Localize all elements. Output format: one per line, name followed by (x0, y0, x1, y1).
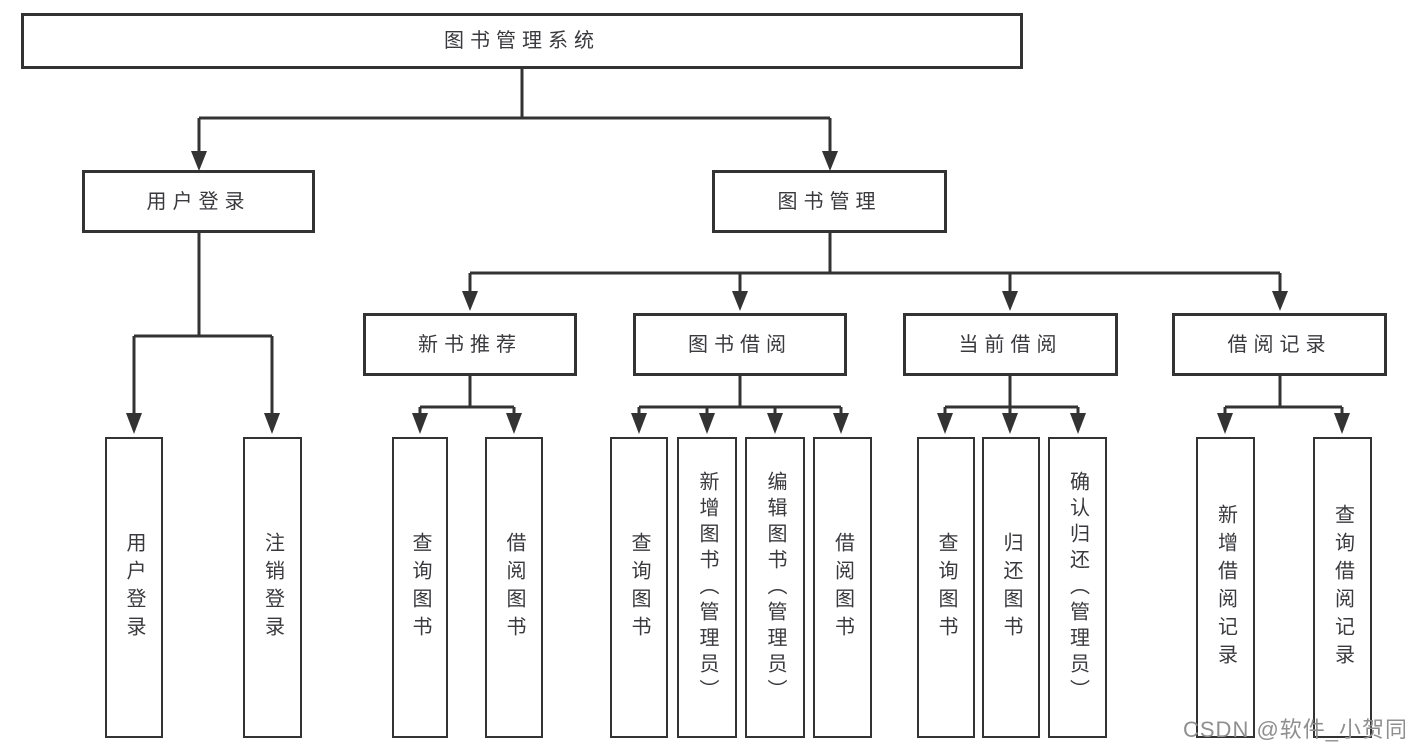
leaf-return-books: 归还图书 (982, 437, 1040, 738)
leaf-borrow-books: 借阅图书 (485, 437, 543, 738)
arrow-down-icon (1070, 413, 1086, 434)
arrow-down-icon (412, 413, 428, 434)
arrow-down-icon (506, 413, 522, 434)
edge-userlogin-to-leaves (132, 233, 274, 413)
arrow-down-icon (631, 413, 647, 434)
edge-currentborrow-to-leaves (943, 375, 1080, 413)
edge-bookborrow-to-leaves (637, 376, 843, 413)
arrow-down-icon (126, 413, 142, 434)
leaf-query-borrow-record: 查询借阅记录 (1313, 437, 1372, 738)
arrow-down-icon (767, 413, 783, 434)
arrow-down-icon (264, 413, 280, 434)
arrow-down-icon (1217, 413, 1233, 434)
arrow-down-icon (1334, 413, 1350, 434)
arrow-down-icon (937, 413, 953, 434)
node-system-root: 图书管理系统 (21, 13, 1023, 69)
arrow-down-icon (1002, 291, 1018, 311)
edge-root-to-level2 (197, 69, 832, 151)
arrow-down-icon (1002, 413, 1018, 434)
node-new-book-recommend: 新书推荐 (363, 313, 577, 376)
node-user-login: 用户登录 (82, 170, 315, 233)
node-book-management: 图书管理 (712, 170, 947, 233)
arrow-down-icon (191, 151, 207, 171)
arrow-down-icon (732, 291, 748, 311)
node-book-borrow: 图书借阅 (633, 313, 847, 376)
edge-borrowrecord-to-leaves (1223, 376, 1344, 413)
leaf-user-login: 用户登录 (105, 437, 163, 738)
leaf-logout: 注销登录 (243, 437, 302, 738)
leaf-add-borrow-record: 新增借阅记录 (1196, 437, 1255, 738)
arrow-down-icon (462, 291, 478, 311)
leaf-query-books: 查询图书 (610, 437, 668, 738)
leaf-query-books: 查询图书 (392, 437, 448, 738)
leaf-add-books-admin: 新增图书（管理员） (677, 437, 737, 738)
csdn-watermark: CSDN @软件_小贺同学 (1183, 717, 1405, 742)
leaf-confirm-return-admin: 确认归还（管理员） (1048, 437, 1107, 738)
leaf-query-books: 查询图书 (917, 437, 975, 738)
edge-bookmgmt-to-level3 (468, 233, 1282, 291)
leaf-edit-books-admin: 编辑图书（管理员） (745, 437, 805, 738)
arrow-down-icon (822, 151, 838, 171)
node-borrow-record: 借阅记录 (1172, 313, 1387, 376)
arrowheads (126, 151, 1350, 434)
arrow-down-icon (699, 413, 715, 434)
leaf-borrow-books: 借阅图书 (813, 437, 872, 738)
arrow-down-icon (833, 413, 849, 434)
edge-newbookrec-to-leaves (418, 376, 516, 413)
node-current-borrow: 当前借阅 (903, 313, 1118, 376)
arrow-down-icon (1272, 291, 1288, 311)
